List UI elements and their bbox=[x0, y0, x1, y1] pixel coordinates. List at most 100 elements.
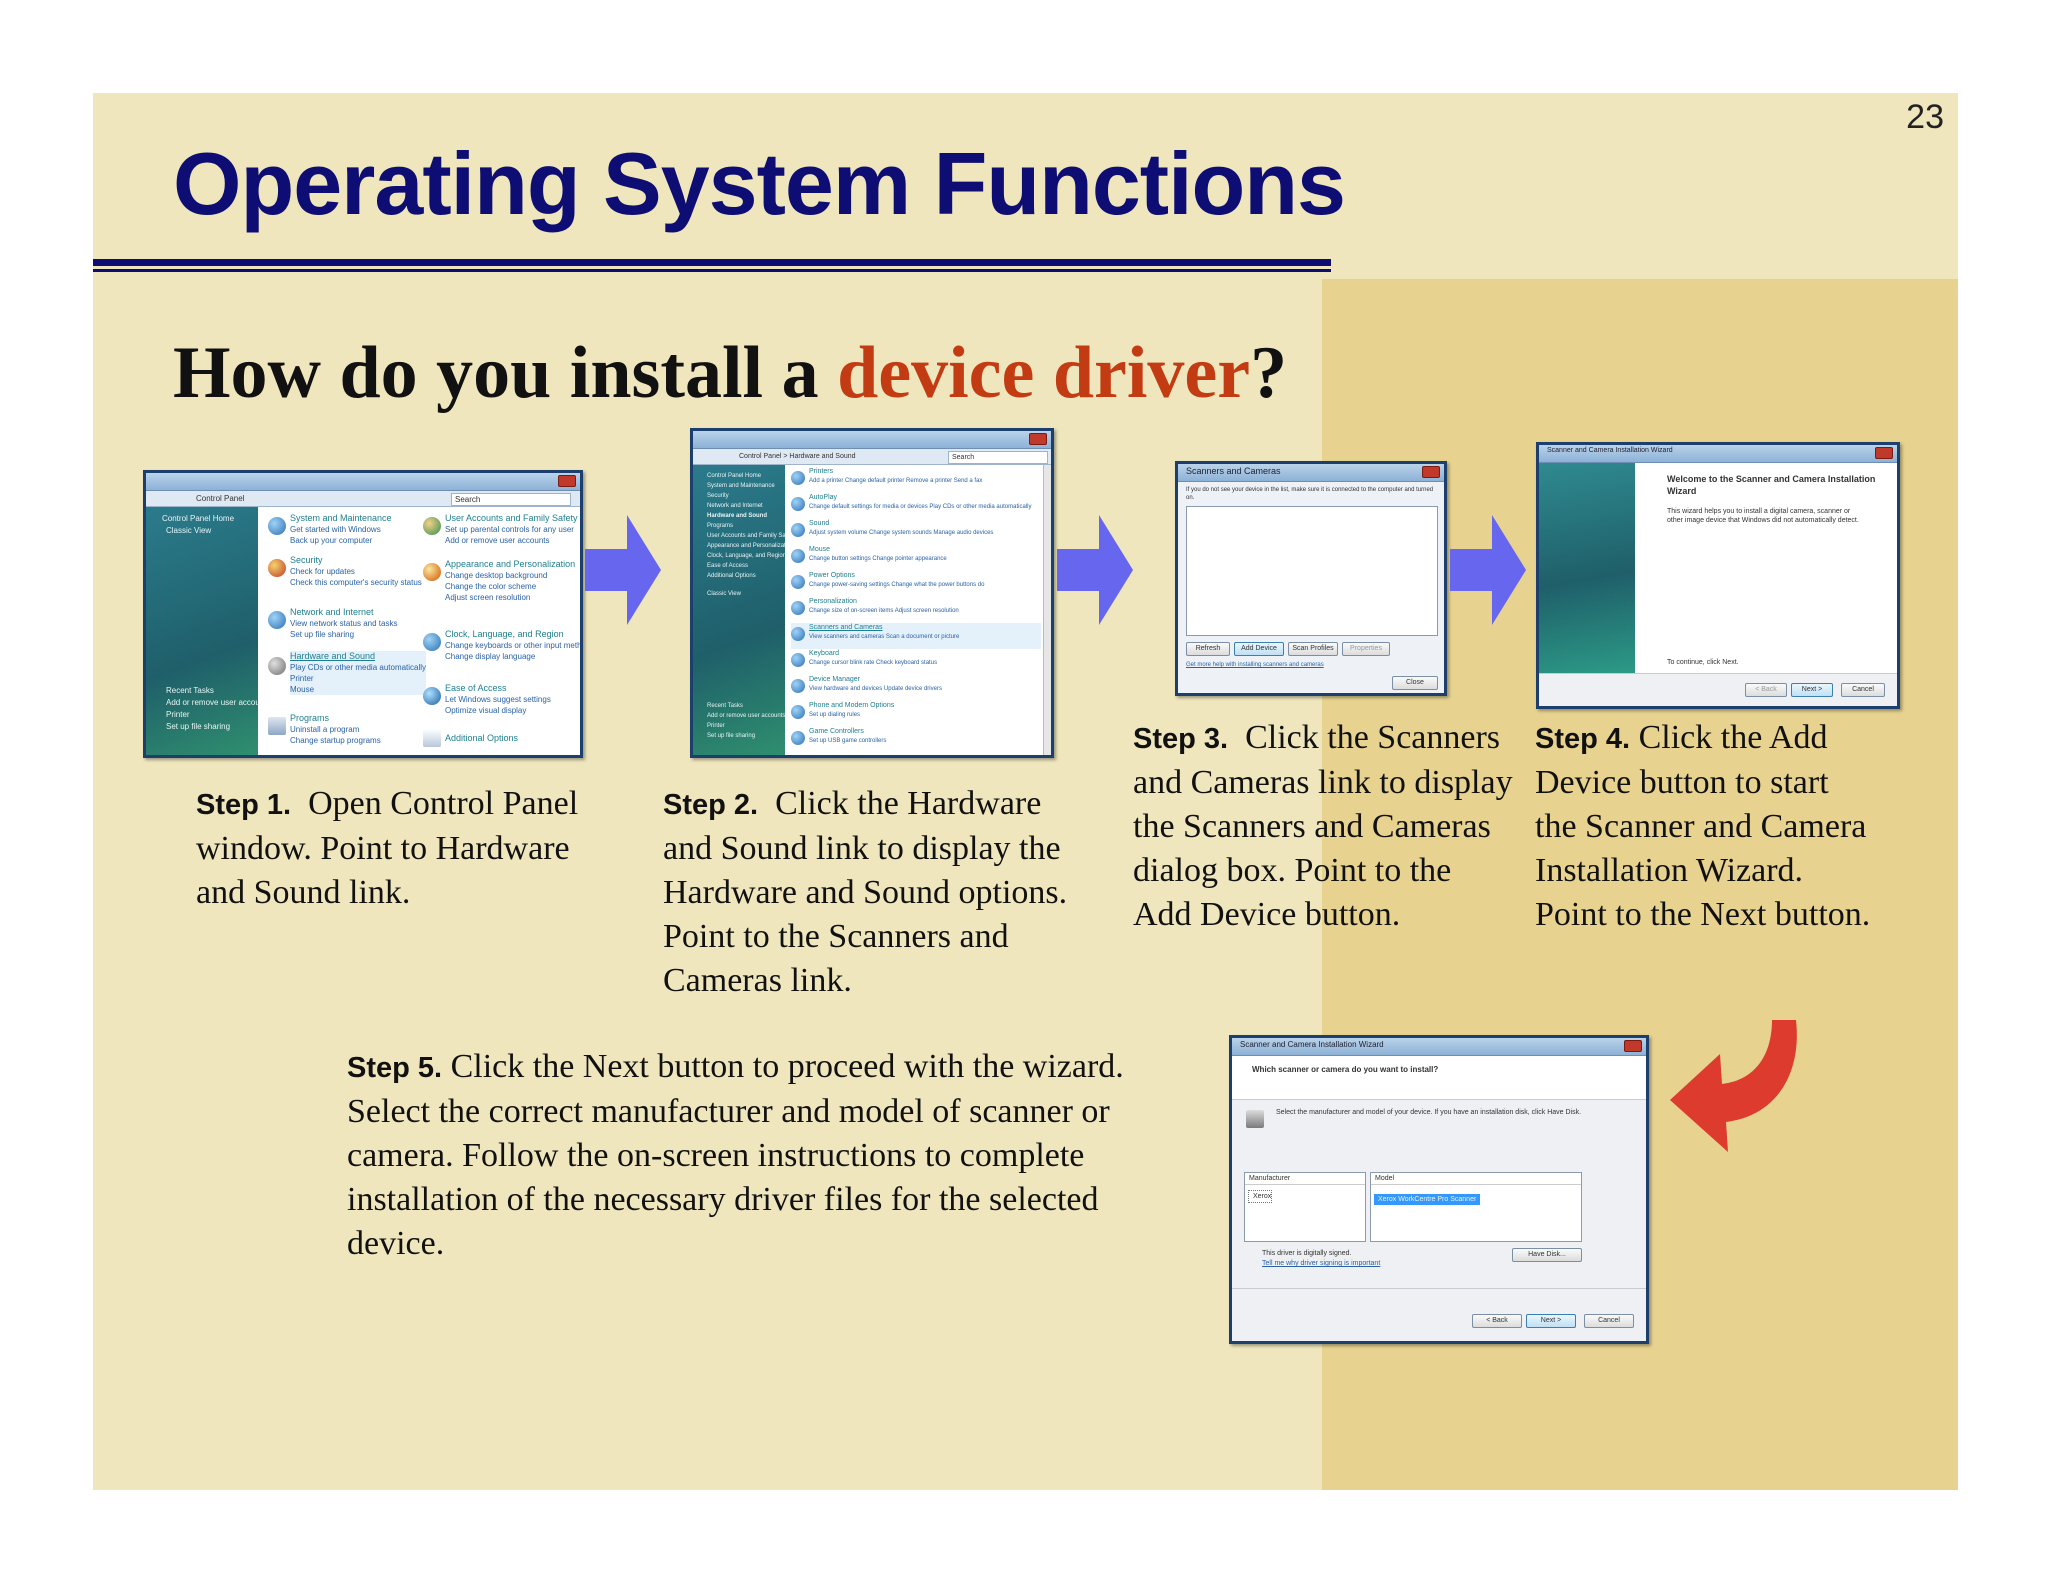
signed-text: This driver is digitally signed. bbox=[1262, 1250, 1352, 1257]
recent-task: Set up file sharing bbox=[166, 722, 231, 731]
slide-title: Operating System Functions bbox=[173, 134, 1346, 233]
nav-item-current: Hardware and Sound bbox=[707, 513, 768, 519]
section-title[interactable]: Printers bbox=[809, 468, 834, 475]
appearance-icon bbox=[423, 563, 441, 581]
section-links[interactable]: Change default settings for media or dev… bbox=[809, 504, 1032, 510]
section-title[interactable]: Personalization bbox=[809, 598, 857, 605]
section-title[interactable]: Device Manager bbox=[809, 676, 860, 683]
next-button[interactable]: Next > bbox=[1791, 683, 1833, 697]
page-number: 23 bbox=[1906, 98, 1944, 136]
dialog-instruction: If you do not see your device in the lis… bbox=[1186, 487, 1434, 501]
section-links[interactable]: Change size of on-screen items Adjust sc… bbox=[809, 608, 959, 614]
section-links[interactable]: Change button settings Change pointer ap… bbox=[809, 556, 947, 562]
recent-tasks-heading: Recent Tasks bbox=[707, 703, 743, 709]
hardware-and-sound-link[interactable]: Hardware and Sound bbox=[290, 651, 376, 661]
section-icon bbox=[791, 653, 805, 667]
model-list[interactable]: Model Xerox WorkCentre Pro Scanner bbox=[1370, 1172, 1582, 1242]
refresh-button[interactable]: Refresh bbox=[1186, 642, 1230, 656]
category-link: Play CDs or other media automatically bbox=[290, 663, 427, 672]
step-2-caption: Step 2. Click the Hardware and Sound lin… bbox=[663, 782, 1083, 1003]
section-links[interactable]: Change cursor blink rate Check keyboard … bbox=[809, 660, 938, 666]
nav-item: System and Maintenance bbox=[707, 483, 775, 489]
close-button[interactable]: Close bbox=[1392, 676, 1438, 690]
category-link: Printer bbox=[290, 674, 314, 683]
category-title: Additional Options bbox=[445, 733, 519, 743]
wizard-instruction: Select the manufacturer and model of you… bbox=[1276, 1109, 1582, 1116]
section-title[interactable]: AutoPlay bbox=[809, 494, 838, 501]
arrow-right-icon bbox=[1450, 515, 1526, 625]
nav-item: Programs bbox=[707, 523, 734, 529]
step-text: Click the Add Device button to start the… bbox=[1535, 719, 1871, 933]
category-link: Change the color scheme bbox=[445, 582, 537, 591]
screenshot-hardware-and-sound: Control Panel > Hardware and Sound Searc… bbox=[690, 428, 1054, 758]
recent-task: Add or remove user accounts bbox=[707, 713, 786, 719]
category-title: Security bbox=[290, 555, 323, 565]
section-icon bbox=[791, 627, 805, 641]
category-link: Get started with Windows bbox=[290, 525, 381, 534]
section-links[interactable]: Adjust system volume Change system sound… bbox=[809, 530, 994, 536]
category-link: Uninstall a program bbox=[290, 725, 360, 734]
model-item-selected[interactable]: Xerox WorkCentre Pro Scanner bbox=[1374, 1194, 1481, 1205]
section-title[interactable]: Power Options bbox=[809, 572, 855, 579]
section-links[interactable]: Set up dialing rules bbox=[809, 712, 861, 718]
model-header: Model bbox=[1371, 1173, 1581, 1185]
wizard-title: Scanner and Camera Installation Wizard bbox=[1240, 1040, 1384, 1049]
category-title: User Accounts and Family Safety bbox=[445, 513, 578, 523]
section-links[interactable]: Change power-saving settings Change what… bbox=[809, 582, 985, 588]
manufacturer-item[interactable]: Xerox bbox=[1248, 1190, 1273, 1203]
step-label: Step 2. bbox=[663, 789, 759, 821]
help-link[interactable]: Get more help with installing scanners a… bbox=[1186, 662, 1324, 668]
globe-icon bbox=[268, 611, 286, 629]
wizard-side-art bbox=[1539, 463, 1635, 673]
nav-pane: Control Panel Home System and Maintenanc… bbox=[693, 465, 795, 755]
screenshot-wizard-welcome: Scanner and Camera Installation Wizard W… bbox=[1536, 442, 1900, 709]
step-text: Open Control Panel window. Point to Hard… bbox=[196, 785, 579, 911]
have-disk-button[interactable]: Have Disk... bbox=[1512, 1248, 1582, 1262]
nav-pane: Control Panel Home Classic View Recent T… bbox=[146, 507, 271, 755]
printer-icon bbox=[268, 657, 286, 675]
section-icon bbox=[791, 679, 805, 693]
manufacturer-header: Manufacturer bbox=[1245, 1173, 1365, 1185]
back-button[interactable]: < Back bbox=[1745, 683, 1787, 697]
step-label: Step 4. bbox=[1535, 723, 1631, 755]
window-titlebar bbox=[693, 431, 1051, 449]
back-button[interactable]: < Back bbox=[1472, 1314, 1522, 1328]
scan-profiles-button[interactable]: Scan Profiles bbox=[1288, 642, 1338, 656]
cancel-button[interactable]: Cancel bbox=[1841, 683, 1885, 697]
section-links[interactable]: View scanners and cameras Scan a documen… bbox=[809, 634, 960, 640]
scanner-icon bbox=[1246, 1110, 1264, 1128]
curved-arrow-icon bbox=[1670, 1020, 1797, 1152]
nav-home: Control Panel Home bbox=[162, 514, 235, 523]
step-text: Click the Scanners and Cameras link to d… bbox=[1133, 719, 1513, 933]
scanners-and-cameras-link[interactable]: Scanners and Cameras bbox=[809, 624, 883, 631]
nav-item: Network and Internet bbox=[707, 503, 763, 509]
signing-info-link[interactable]: Tell me why driver signing is important bbox=[1262, 1260, 1381, 1267]
address-bar: Control Panel > Hardware and Sound Searc… bbox=[693, 449, 1051, 465]
category-title: Network and Internet bbox=[290, 607, 374, 617]
scrollbar[interactable] bbox=[1043, 465, 1051, 755]
manufacturer-list[interactable]: Manufacturer Xerox bbox=[1244, 1172, 1366, 1242]
section-icon bbox=[791, 549, 805, 563]
section-title[interactable]: Phone and Modem Options bbox=[809, 702, 895, 709]
section-title[interactable]: Game Controllers bbox=[809, 728, 864, 735]
step-text: Click the Hardware and Sound link to dis… bbox=[663, 785, 1068, 999]
screenshot-scanners-dialog: Scanners and Cameras If you do not see y… bbox=[1175, 461, 1447, 696]
section-links[interactable]: Set up USB game controllers bbox=[809, 738, 887, 744]
section-title[interactable]: Sound bbox=[809, 520, 830, 527]
step-1-caption: Step 1. Open Control Panel window. Point… bbox=[196, 782, 596, 915]
section-icon bbox=[791, 601, 805, 615]
section-links[interactable]: View hardware and devices Update device … bbox=[809, 686, 942, 692]
section-links[interactable]: Add a printer Change default printer Rem… bbox=[809, 478, 983, 484]
next-button[interactable]: Next > bbox=[1526, 1314, 1576, 1328]
category-link: Mouse bbox=[290, 685, 315, 694]
add-device-button[interactable]: Add Device bbox=[1234, 642, 1284, 656]
category-link: Change desktop background bbox=[445, 571, 548, 580]
cancel-button[interactable]: Cancel bbox=[1584, 1314, 1634, 1328]
properties-button[interactable]: Properties bbox=[1342, 642, 1390, 656]
curved-arrow bbox=[1670, 1020, 1797, 1152]
section-icon bbox=[791, 471, 805, 485]
section-title[interactable]: Mouse bbox=[809, 546, 831, 553]
category-link: Change keyboards or other input methods bbox=[445, 641, 583, 650]
section-title[interactable]: Keyboard bbox=[809, 650, 839, 657]
